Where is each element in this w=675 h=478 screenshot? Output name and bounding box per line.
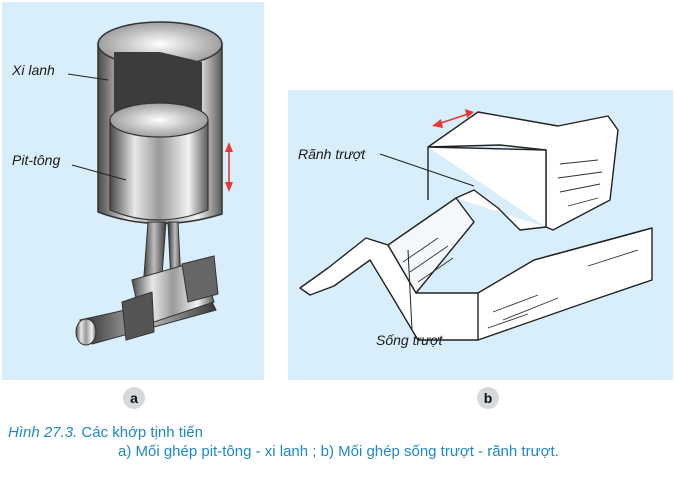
figure-a-panel: Xi lanh Pit-tông [2,2,264,380]
slide-groove-illustration [299,109,653,341]
label-ridge: Sống trượt [376,332,443,348]
motion-arrow-horizontal [437,113,469,125]
figure-a-badge: a [123,387,145,409]
caption-description: a) Mối ghép pit-tông - xi lanh ; b) Mối … [118,443,559,460]
piston-cylinder-illustration [67,21,233,346]
label-groove: Rãnh trượt [298,146,366,162]
label-piston: Pit-tông [12,152,61,168]
figure-b-badge: b [477,387,499,409]
caption-figure-number: Hình 27.3. [8,424,78,441]
figure-caption: Hình 27.3. Các khớp tịnh tiến a) Mối ghé… [8,423,559,461]
label-cylinder: Xi lanh [12,62,55,78]
figure-b-panel: Rãnh trượt Sống trượt [288,90,673,380]
caption-title: Các khớp tịnh tiến [81,424,203,441]
